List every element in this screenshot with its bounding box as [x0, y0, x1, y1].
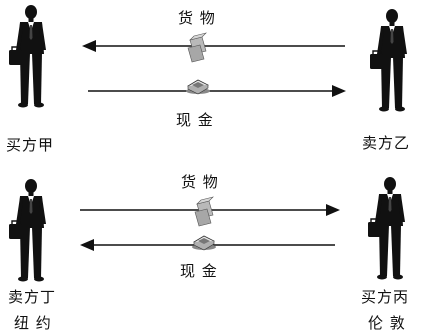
cash-icon [185, 79, 211, 95]
party-label-left: 买方甲 [6, 136, 55, 154]
goods-icon [194, 196, 214, 227]
seller-figure [8, 4, 47, 109]
cash-label: 现 金 [180, 262, 218, 280]
seller-figure [8, 178, 47, 283]
cash-icon [191, 235, 217, 251]
cash-label: 现 金 [176, 111, 214, 129]
goods-arrow [82, 40, 345, 52]
party-label-left: 卖方丁 [8, 288, 57, 306]
buyer-figure [369, 8, 408, 113]
cash-arrow [88, 85, 346, 97]
goods-label: 货 物 [181, 173, 219, 191]
party-label-right: 买方丙 [361, 288, 410, 306]
buyer-figure [367, 176, 406, 281]
city-label-left: 纽 约 [14, 314, 52, 332]
party-label-right: 卖方乙 [362, 134, 411, 152]
goods-label: 货 物 [178, 9, 216, 27]
goods-icon [187, 32, 207, 63]
city-label-right: 伦 敦 [368, 314, 406, 332]
